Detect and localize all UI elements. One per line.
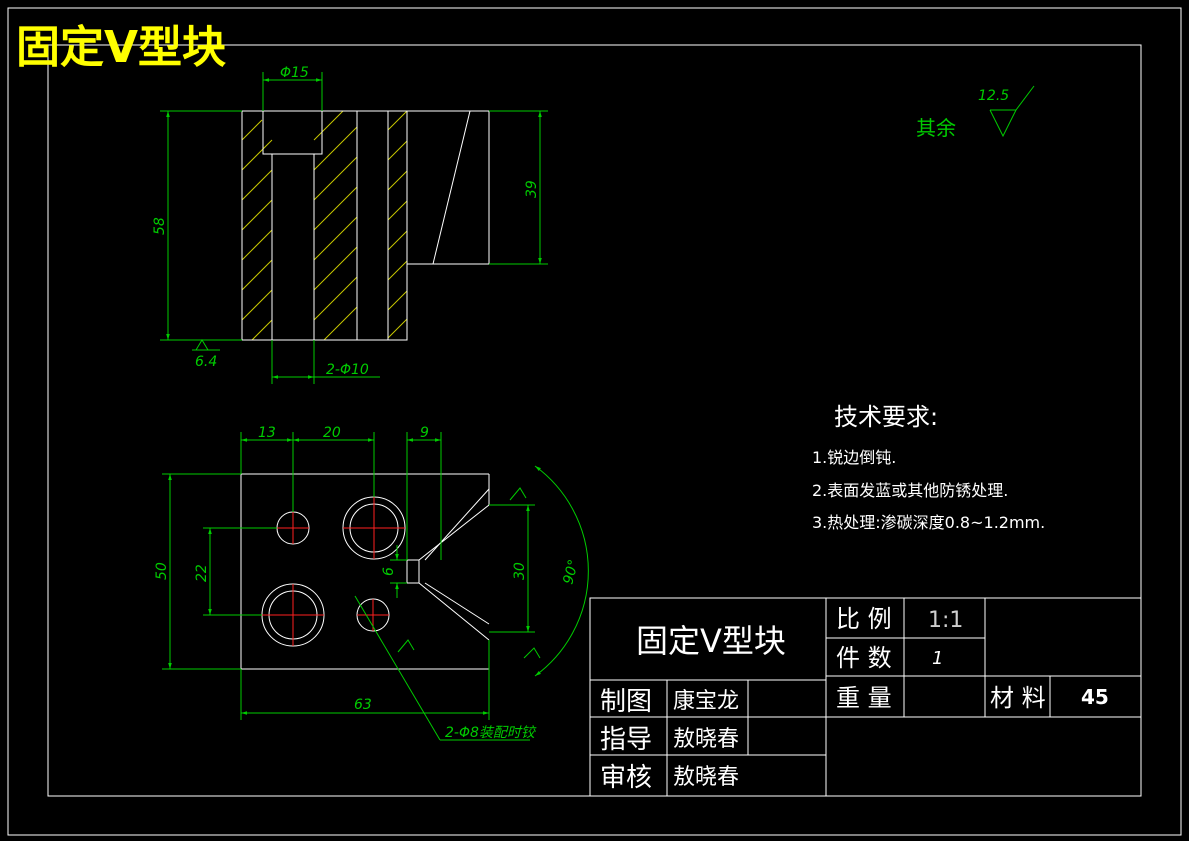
tech-heading: 技术要求: (834, 403, 938, 431)
dim-22: 22 (194, 564, 210, 582)
roughness-other: 12.5 其余 (916, 85, 1035, 140)
weight-label: 重 量 (836, 684, 892, 712)
dim-39: 39 (524, 180, 540, 198)
sheet-title: 固定V型块 (16, 22, 226, 73)
roughness-value: 12.5 (978, 88, 1009, 104)
scale-value: 1:1 (928, 608, 963, 633)
dim-9: 9 (420, 425, 429, 441)
qty-value: 1 (932, 648, 943, 669)
review-name: 敖晓春 (673, 765, 739, 790)
dim-30: 30 (512, 562, 528, 580)
drawn-name: 康宝龙 (673, 689, 739, 714)
guide-name: 敖晓春 (673, 727, 739, 752)
dim-13: 13 (258, 425, 276, 441)
dim-90deg: 90° (560, 558, 582, 586)
inner-border (47, 44, 1142, 797)
front-outline (241, 110, 490, 341)
tech-requirements: 技术要求: 1.锐边倒钝. 2.表面发蓝或其他防锈处理. 3.热处理:渗碳深度0… (812, 403, 1045, 532)
review-label: 审核 (600, 763, 652, 793)
guide-label: 指导 (600, 725, 652, 755)
pin-note: 2-Φ8装配时铰 (445, 725, 537, 741)
front-view: Φ15 58 39 6.4 2-Φ10 (152, 65, 548, 384)
dim-50: 50 (154, 562, 170, 580)
title-block: 固定V型块 比 例 1:1 件 数 1 重 量 材 料 45 制图 康宝龙 指导… (589, 597, 1142, 797)
top-view: 13 20 9 50 22 6 30 90° 63 2-Φ8装配时铰 (154, 425, 589, 741)
section-hatching (241, 110, 408, 341)
material-value: 45 (1081, 685, 1109, 709)
top-outline (240, 473, 490, 670)
dim-58: 58 (152, 217, 168, 235)
material-label: 材 料 (990, 684, 1046, 712)
dim-6: 6 (381, 567, 397, 576)
dim-63: 63 (354, 697, 372, 713)
roughness-64: 6.4 (195, 354, 217, 370)
part-name: 固定V型块 (636, 622, 786, 660)
roughness-label: 其余 (916, 116, 956, 140)
center-lines (262, 497, 405, 646)
drawn-label: 制图 (600, 687, 652, 717)
dim-20: 20 (323, 425, 341, 441)
tech-item: 1.锐边倒钝. (812, 448, 896, 467)
tech-item: 3.热处理:渗碳深度0.8~1.2mm. (812, 513, 1045, 532)
dim-2x-dia10: 2-Φ10 (326, 362, 369, 378)
scale-label: 比 例 (836, 605, 892, 633)
qty-label: 件 数 (836, 644, 892, 672)
dim-dia15: Φ15 (280, 65, 309, 81)
tech-item: 2.表面发蓝或其他防锈处理. (812, 481, 1008, 500)
outer-border (7, 7, 1182, 836)
